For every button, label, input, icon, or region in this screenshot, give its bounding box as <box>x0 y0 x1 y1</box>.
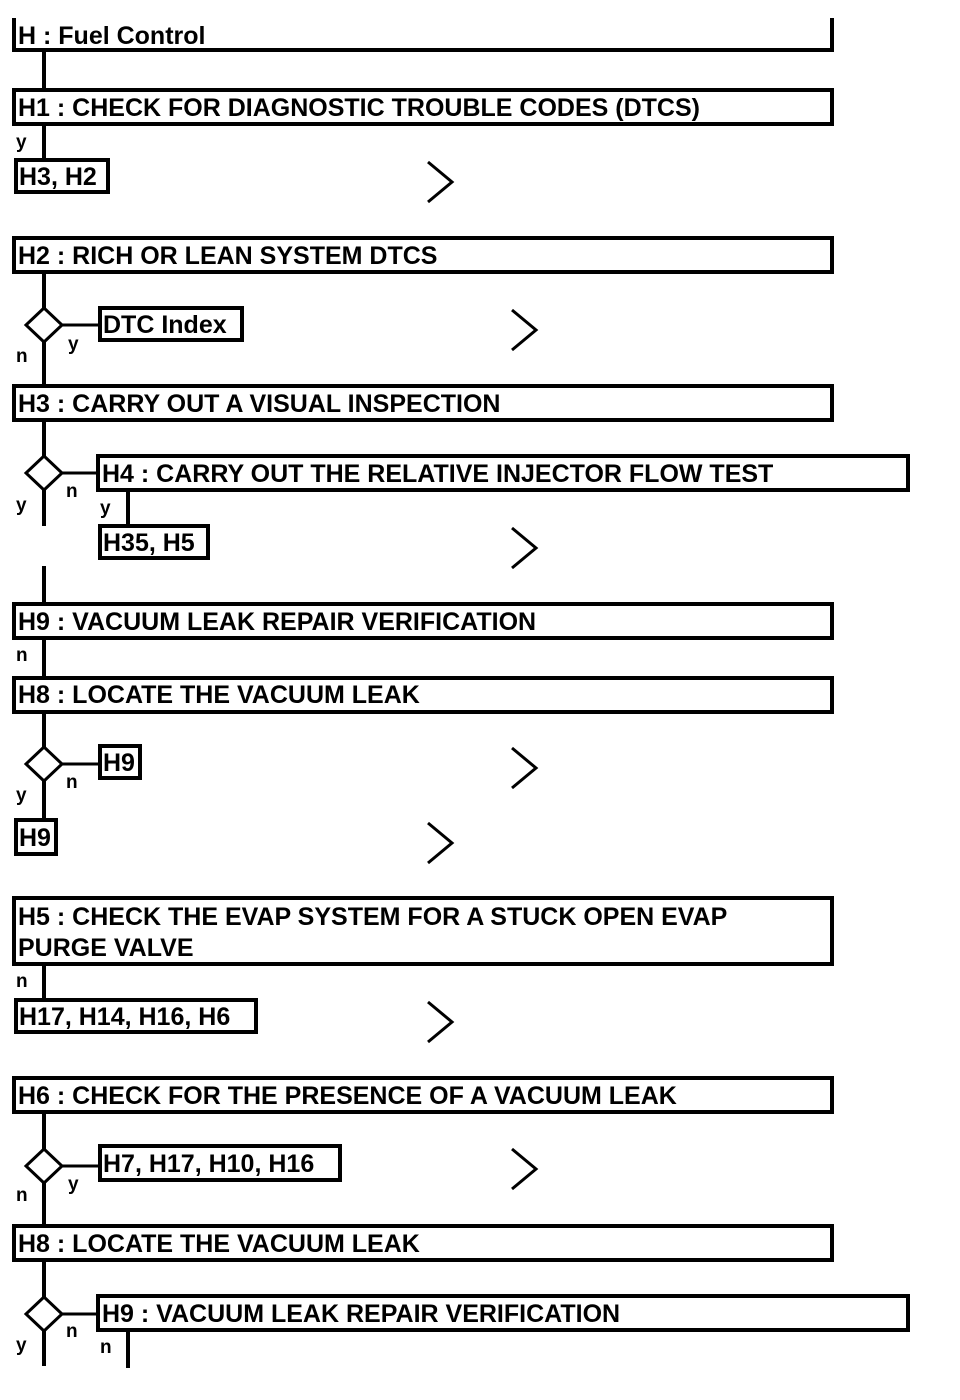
header-title: H : Fuel Control <box>18 22 205 50</box>
link-box-h17-h14-h16-h6[interactable] <box>14 998 258 1034</box>
header-bracket <box>12 18 834 52</box>
label-yes: y <box>16 1335 27 1356</box>
label-yes: y <box>68 334 79 355</box>
link-box-h9-side[interactable] <box>98 744 142 780</box>
step-h8-label: H8 : LOCATE THE VACUUM LEAK <box>18 681 420 709</box>
label-no: n <box>16 1185 28 1206</box>
chevron-right-icon[interactable] <box>511 746 539 790</box>
link-box-h9-main[interactable] <box>14 818 58 856</box>
decision-diamond <box>23 1294 65 1334</box>
label-no: n <box>16 346 28 367</box>
chevron-right-icon[interactable] <box>427 160 455 204</box>
link-h3-h2-label[interactable]: H3, H2 <box>19 163 97 191</box>
link-h7-h17-h10-h16-label[interactable]: H7, H17, H10, H16 <box>103 1150 314 1178</box>
link-h9-main-label[interactable]: H9 <box>19 824 51 852</box>
label-yes: y <box>16 132 27 153</box>
step-h5-label-line1: H5 : CHECK THE EVAP SYSTEM FOR A STUCK O… <box>18 903 727 931</box>
label-yes: y <box>100 498 111 519</box>
chevron-right-icon[interactable] <box>427 1000 455 1044</box>
step-h5-label-line2: PURGE VALVE <box>18 934 194 962</box>
step-h1-label: H1 : CHECK FOR DIAGNOSTIC TROUBLE CODES … <box>18 94 700 122</box>
step-h2-label: H2 : RICH OR LEAN SYSTEM DTCS <box>18 242 437 270</box>
decision-diamond <box>23 744 65 784</box>
link-dtc-index-label[interactable]: DTC Index <box>103 311 227 339</box>
label-no: n <box>16 645 28 666</box>
decision-diamond <box>23 1146 65 1186</box>
label-yes: y <box>68 1174 79 1195</box>
step-box-h1 <box>12 88 834 126</box>
step-box-h6 <box>12 1076 834 1114</box>
decision-diamond <box>23 453 65 493</box>
label-no: n <box>66 481 78 502</box>
step-box-h9-second <box>96 1294 910 1332</box>
step-h9-label: H9 : VACUUM LEAK REPAIR VERIFICATION <box>18 608 536 636</box>
chevron-right-icon[interactable] <box>427 821 455 865</box>
label-yes: y <box>16 495 27 516</box>
link-box-h35-h5[interactable] <box>98 524 210 560</box>
step-box-h8 <box>12 676 834 714</box>
decision-diamond <box>23 305 65 345</box>
link-h35-h5-label[interactable]: H35, H5 <box>103 529 195 557</box>
step-h9-second-label: H9 : VACUUM LEAK REPAIR VERIFICATION <box>102 1300 620 1328</box>
link-box-dtc-index[interactable] <box>98 306 244 342</box>
link-h17-h14-h16-h6-label[interactable]: H17, H14, H16, H6 <box>19 1003 230 1031</box>
chevron-right-icon[interactable] <box>511 526 539 570</box>
label-no: n <box>66 1321 78 1342</box>
chevron-right-icon[interactable] <box>511 308 539 352</box>
label-yes: y <box>16 785 27 806</box>
step-box-h4 <box>96 454 910 492</box>
step-box-h2 <box>12 236 834 274</box>
step-h8-second-label: H8 : LOCATE THE VACUUM LEAK <box>18 1230 420 1258</box>
link-box-h3-h2[interactable] <box>14 158 110 194</box>
step-box-h3 <box>12 384 834 422</box>
step-h4-label: H4 : CARRY OUT THE RELATIVE INJECTOR FLO… <box>102 460 773 488</box>
chevron-right-icon[interactable] <box>511 1147 539 1191</box>
step-h6-label: H6 : CHECK FOR THE PRESENCE OF A VACUUM … <box>18 1082 677 1110</box>
label-no: n <box>100 1337 112 1358</box>
step-box-h8-second <box>12 1224 834 1262</box>
step-box-h5 <box>12 896 834 966</box>
link-box-h7-h17-h10-h16[interactable] <box>98 1144 342 1182</box>
label-no: n <box>16 971 28 992</box>
step-box-h9 <box>12 602 834 640</box>
step-h3-label: H3 : CARRY OUT A VISUAL INSPECTION <box>18 390 500 418</box>
label-no: n <box>66 772 78 793</box>
link-h9-side-label[interactable]: H9 <box>103 749 135 777</box>
